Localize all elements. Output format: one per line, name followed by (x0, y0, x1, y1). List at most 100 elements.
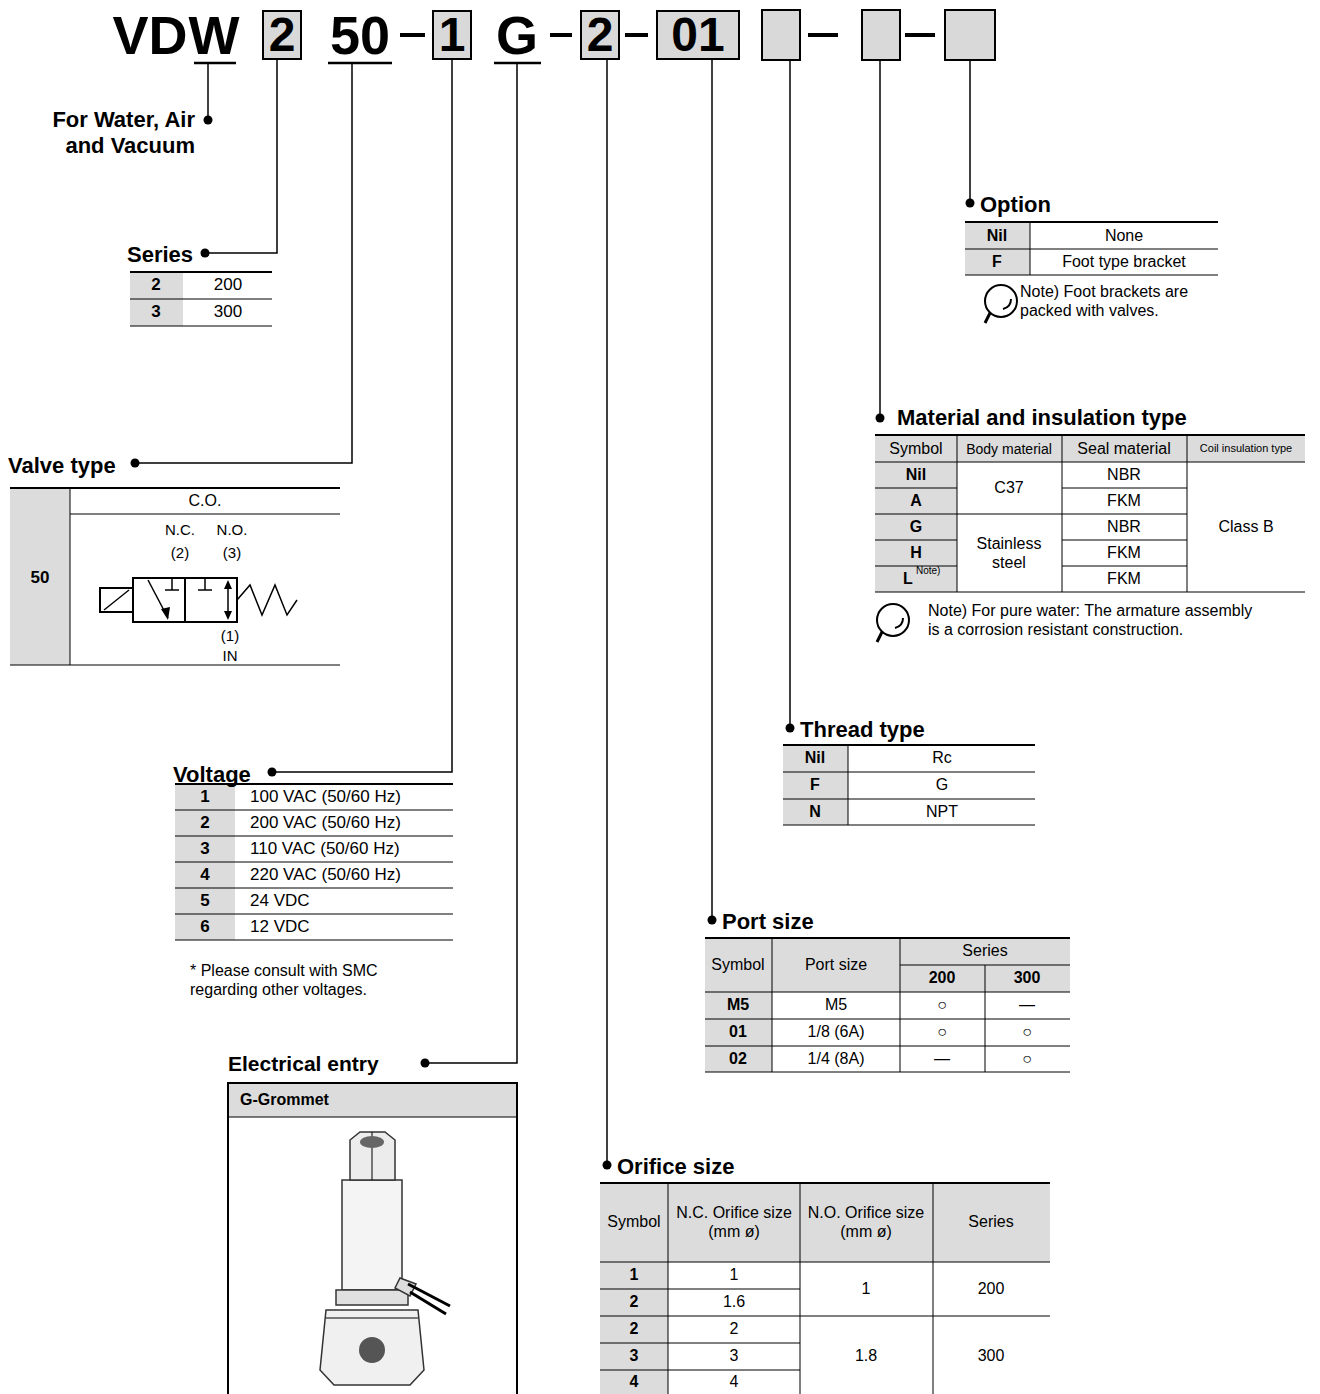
table-cell-text: 200 VAC (50/60 Hz) (250, 813, 401, 833)
rule-line (705, 1072, 1070, 1073)
rule-line (705, 1046, 1070, 1047)
table-cell-text: 1.8 (855, 1346, 877, 1365)
cell-fill (705, 938, 1070, 992)
table-cell-text: 200 (214, 275, 242, 295)
table-cell-text: (3) (223, 544, 241, 562)
rule-line (875, 592, 1305, 593)
table-cell-text: FKM (1107, 569, 1141, 588)
leader-dot (131, 459, 140, 468)
rule-line (1030, 222, 1031, 275)
table-cell-text: ○ (1022, 1022, 1032, 1041)
leader-dot (421, 1059, 430, 1068)
code-dash (625, 33, 648, 37)
spring-symbol (237, 585, 297, 615)
table-cell-text: — (1019, 995, 1035, 1014)
rule-line (783, 825, 1035, 826)
code-box: 2 (262, 10, 302, 60)
table-cell-text: 2 (151, 275, 160, 295)
rule-line (175, 810, 453, 811)
leader-dot (708, 916, 717, 925)
table-cell-text: G (910, 517, 922, 536)
table-cell-text: C.O. (189, 491, 222, 510)
leader-line (205, 60, 277, 253)
rule-line (875, 462, 1305, 463)
table-cell-text: ○ (937, 995, 947, 1014)
rule-line (705, 1019, 1070, 1020)
note-icon-glint (1003, 299, 1011, 309)
table-cell-text: 1 (730, 1265, 739, 1284)
rule-line (600, 1370, 800, 1371)
table-cell-text: 2 (630, 1292, 639, 1311)
table-cell-text: Nil (987, 226, 1007, 245)
table-cell-text: Symbol (889, 439, 942, 458)
rule-line (1062, 540, 1187, 541)
code-box: 01 (656, 10, 740, 60)
rule-line (175, 914, 453, 915)
table-cell-text: Note) Foot brackets are packed with valv… (1020, 282, 1220, 320)
table-cell-text: 5 (200, 891, 209, 911)
table-cell-text: M5 (727, 995, 749, 1014)
rule-line (848, 745, 849, 825)
section-heading: For Water, Air and Vacuum (15, 107, 195, 160)
note-icon (877, 604, 909, 636)
table-cell-text: Body material (966, 441, 1052, 458)
leader-dot (268, 768, 277, 777)
rule-line (875, 514, 1187, 515)
table-cell-text: 3 (730, 1346, 739, 1365)
table-cell-text: 1/8 (6A) (808, 1022, 865, 1041)
table-cell-text: 50 (31, 568, 50, 588)
table-cell-text: (1) (221, 627, 239, 645)
valve-body (320, 1310, 424, 1385)
table-cell-text: 1.6 (723, 1292, 745, 1311)
empty-code-box (762, 10, 800, 60)
table-cell-text: N.C. (165, 521, 195, 539)
rule-line (175, 862, 453, 863)
table-cell-text: None (1105, 226, 1143, 245)
cell-fill (875, 435, 1305, 462)
leader-dot (201, 249, 210, 258)
table-cell-text: 6 (200, 917, 209, 937)
leader-dot (966, 199, 975, 208)
table-cell-text: 3 (630, 1346, 639, 1365)
rule-line (783, 744, 1035, 746)
leader-line (789, 60, 791, 728)
section-heading: Material and insulation type (897, 405, 1187, 431)
rule-line (1062, 566, 1187, 567)
table-cell-text: 200 (929, 968, 956, 987)
leader-line (711, 60, 713, 920)
body-edge (326, 1318, 418, 1319)
table-cell-text: Note) For pure water: The armature assem… (928, 601, 1260, 639)
code-dash (550, 33, 572, 37)
section-heading: 50 (330, 3, 390, 68)
table-cell-text: Rc (932, 748, 952, 767)
section-heading: Thread type (800, 717, 925, 743)
table-cell-text: Symbol (607, 1212, 660, 1231)
table-cell-text: 2 (630, 1319, 639, 1338)
blocked-port (171, 578, 173, 590)
rule-line (800, 1183, 801, 1394)
table-cell-text: NBR (1107, 465, 1141, 484)
leader-line (879, 60, 881, 418)
valve-square (133, 578, 185, 622)
table-cell-text: Stainless steel (959, 534, 1059, 572)
solenoid-symbol (100, 588, 133, 612)
section-heading: Valve type (8, 453, 116, 479)
note-icon-handle (877, 632, 882, 642)
rule-line (70, 514, 340, 515)
table-cell-text: 1/4 (8A) (808, 1049, 865, 1068)
table-cell-text: 200 (978, 1279, 1005, 1298)
table-cell-text: 4 (630, 1372, 639, 1391)
table-cell-text: Series (968, 1212, 1013, 1231)
table-cell-text: F (992, 252, 1002, 271)
table-cell-text: 4 (730, 1372, 739, 1391)
entry-frame (228, 1083, 517, 1394)
lead-wire (410, 1292, 446, 1314)
cell-fill (10, 488, 70, 665)
blocked-port (198, 589, 212, 591)
rule-line (783, 772, 1035, 773)
table-cell-text: Class B (1218, 517, 1273, 536)
leader-dot (786, 724, 795, 733)
table-cell-text: Foot type bracket (1062, 252, 1186, 271)
table-cell-text: Seal material (1077, 439, 1170, 458)
table-cell-text: M5 (825, 995, 847, 1014)
